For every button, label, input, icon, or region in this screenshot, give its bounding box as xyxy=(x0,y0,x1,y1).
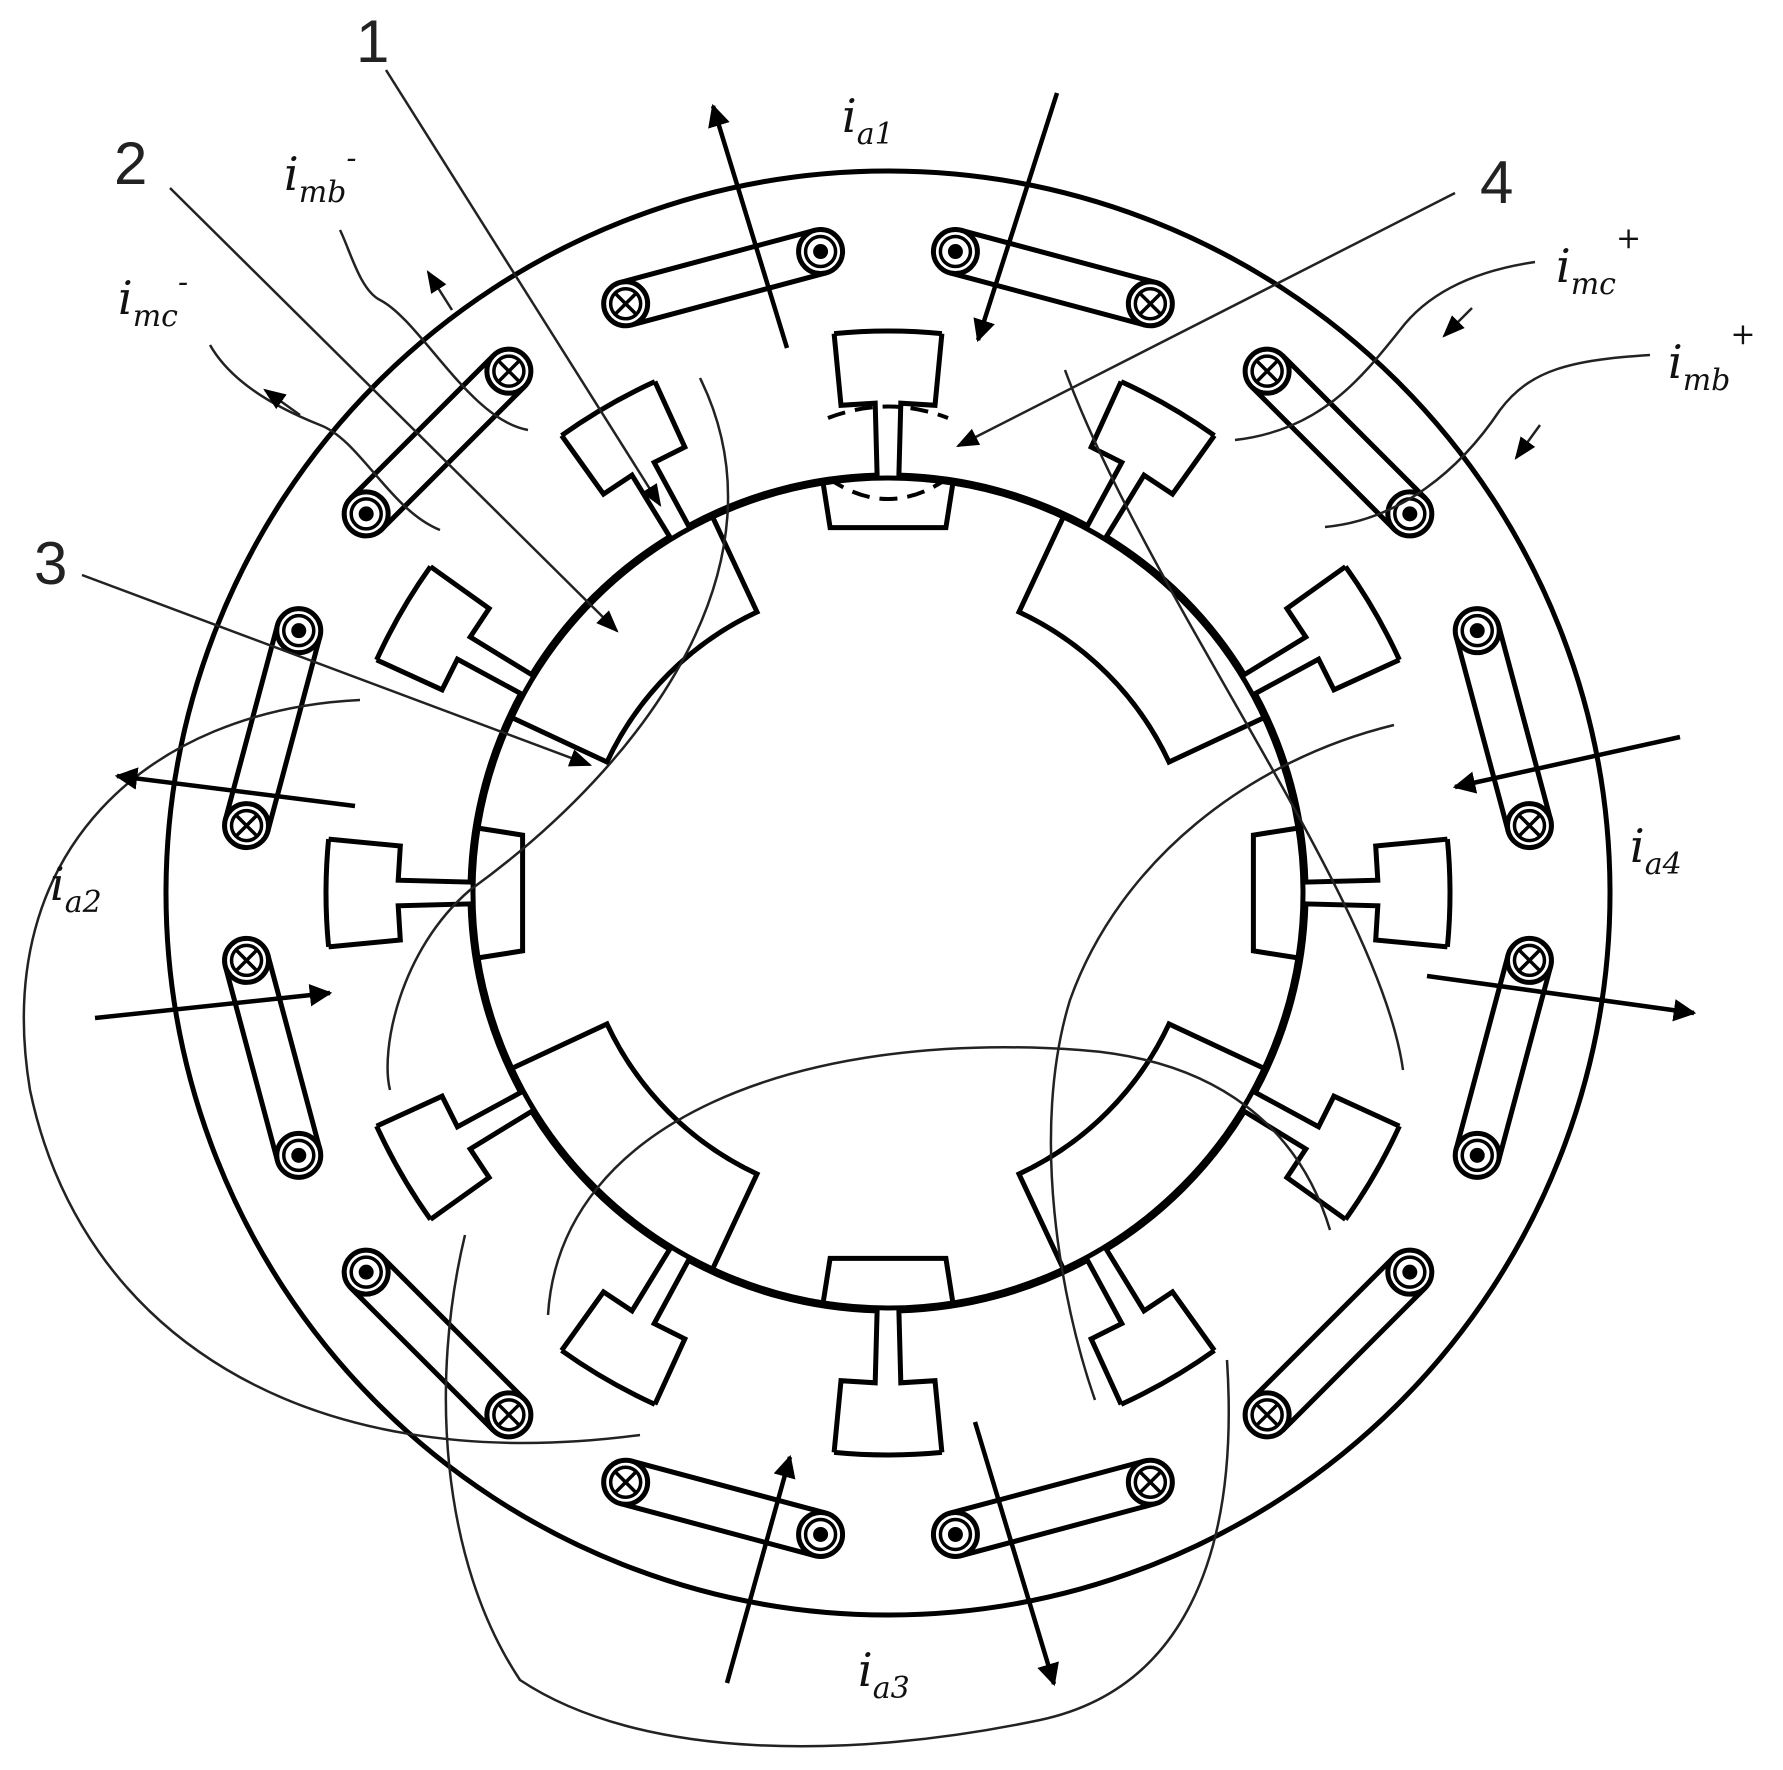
stator-yoke-arc xyxy=(374,1125,433,1221)
coil-loop xyxy=(222,954,323,1162)
stator-yoke-arc xyxy=(1444,838,1453,948)
stator-tooth xyxy=(896,1256,1126,1453)
stator-yoke-arc xyxy=(560,1348,656,1407)
conductor-dot-icon xyxy=(1452,606,1502,656)
stator-yoke-arc xyxy=(1120,379,1216,438)
rotor xyxy=(470,475,1306,1311)
conductor-cross-icon xyxy=(1125,279,1175,329)
stator-tooth xyxy=(1251,901,1448,1131)
stator-tooth xyxy=(328,901,525,1131)
terminal-arrows xyxy=(94,92,1697,1687)
current-label-ia4: ia4 xyxy=(1630,819,1682,882)
current-label-imb-minus: imb- xyxy=(284,141,357,210)
stator-tooth xyxy=(1251,655,1448,885)
stator-tooth xyxy=(1102,1107,1347,1352)
part-label-4: 4 xyxy=(1480,149,1513,216)
current-label-ia3: ia3 xyxy=(858,1643,910,1706)
rotor-outer-edge xyxy=(470,475,1306,1311)
conductor-dot-icon xyxy=(341,1247,391,1297)
coil-loop xyxy=(619,227,827,328)
coil-loop xyxy=(1249,353,1428,532)
conductor-cross-icon xyxy=(484,346,534,396)
current-label-imc-minus: imc- xyxy=(118,265,188,334)
stator xyxy=(163,168,1613,1618)
conductor-cross-icon xyxy=(1242,346,1292,396)
coil-loop xyxy=(1453,624,1554,832)
conductor-dot-icon xyxy=(796,1509,846,1559)
rotor-pole xyxy=(1015,515,1266,766)
current-label-imc-plus: imc+ xyxy=(1556,221,1641,302)
coils xyxy=(222,227,1554,1559)
stator-yoke-arc xyxy=(374,565,433,661)
rotor-pole-slot xyxy=(820,482,956,531)
stator-tooth xyxy=(328,655,525,885)
current-label-ia1: ia1 xyxy=(842,89,894,152)
current-label-imb-plus: imb+ xyxy=(1668,317,1756,398)
conductor-dot-icon xyxy=(930,1509,980,1559)
current-label-ia2: ia2 xyxy=(50,857,102,920)
stator-tooth xyxy=(896,333,1126,530)
coil-loop xyxy=(222,624,323,832)
rotor-pole-slot xyxy=(820,1255,956,1304)
conductor-cross-icon xyxy=(484,1390,534,1440)
conductor-cross-icon xyxy=(1125,1457,1175,1507)
part-label-1: 1 xyxy=(356,8,389,75)
part-leaders xyxy=(81,69,1456,767)
stator-yoke-arc xyxy=(833,1449,943,1458)
stator-yoke-arc xyxy=(1120,1348,1216,1407)
wire-arrowheads xyxy=(263,270,1542,460)
part-label-3: 3 xyxy=(34,530,67,597)
conductor-dot-icon xyxy=(274,1130,324,1180)
conductor-cross-icon xyxy=(1504,801,1554,851)
stator-yoke-arc xyxy=(833,328,943,337)
stator-tooth xyxy=(650,1256,880,1453)
rotor-pole xyxy=(1015,1020,1266,1271)
stator-yoke-arc xyxy=(560,379,656,438)
coil-loop xyxy=(348,1254,527,1433)
conductor-dot-icon xyxy=(341,489,391,539)
stator-yoke-arc xyxy=(1343,1125,1402,1221)
rotor-pole-slot xyxy=(1250,825,1299,961)
conductor-cross-icon xyxy=(1242,1390,1292,1440)
conductor-dot-icon xyxy=(1385,1247,1435,1297)
detail-mark xyxy=(827,404,949,420)
coil-loop xyxy=(949,1458,1157,1559)
rotor-pole xyxy=(510,1020,761,1271)
conductor-cross-icon xyxy=(1504,935,1554,985)
coil-loop xyxy=(619,1458,827,1559)
stator-yoke-arc xyxy=(323,838,332,948)
conductor-dot-icon xyxy=(1452,1130,1502,1180)
conductor-cross-icon xyxy=(601,1457,651,1507)
conductor-cross-icon xyxy=(222,801,272,851)
detail-mark-lower xyxy=(826,476,950,501)
stator-outer-edge xyxy=(163,168,1613,1618)
conductor-dot-icon xyxy=(930,227,980,277)
rotor-pole xyxy=(510,515,761,766)
stator-tooth xyxy=(1102,434,1347,679)
winding-connections xyxy=(22,229,1651,1748)
conductor-cross-icon xyxy=(601,279,651,329)
stator-tooth xyxy=(650,333,880,530)
conductor-cross-icon xyxy=(222,935,272,985)
coil-loop xyxy=(1249,1254,1428,1433)
conductor-dot-icon xyxy=(274,606,324,656)
coil-loop xyxy=(949,227,1157,328)
part-label-2: 2 xyxy=(114,130,147,197)
stator-tooth xyxy=(429,434,674,679)
stator-tooth xyxy=(429,1107,674,1352)
conductor-dot-icon xyxy=(796,227,846,277)
stator-yoke-arc xyxy=(1343,565,1402,661)
rotor-pole-slot xyxy=(477,825,526,961)
